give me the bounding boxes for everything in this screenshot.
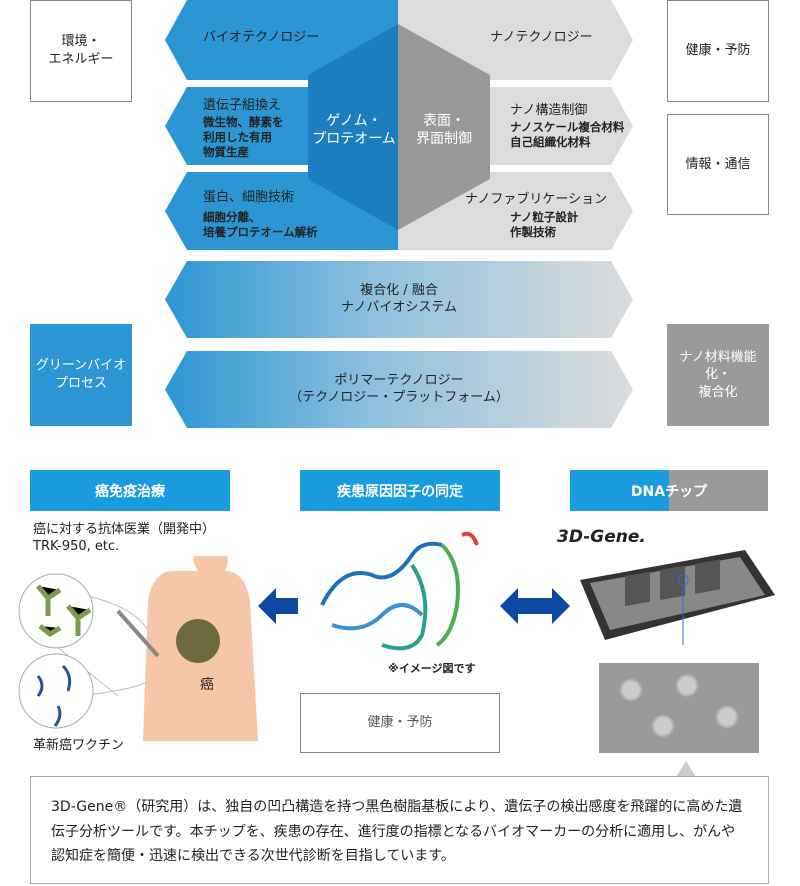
nano-fab-sub: ナノ粒子設計 作製技術: [510, 210, 579, 239]
nano-struct-sub: ナノスケール複合材料 自己組織化材料: [510, 120, 625, 149]
green-bio-box: グリーンバイオ プロセス: [30, 324, 132, 426]
description-box: 3D-Gene®（研究用）は、独自の凹凸構造を持つ黒色樹脂基板により、遺伝子の検…: [30, 776, 769, 884]
nano-fab-title: ナノファブリケーション: [465, 192, 608, 207]
row-tech: [165, 0, 633, 80]
energy-box: 環境・ エネルギー: [30, 0, 132, 102]
protein-sub: 細胞分離、 培養プロテオーム解析: [203, 210, 318, 239]
row-protein: [165, 172, 633, 250]
nano-struct-title: ナノ構造制御: [510, 103, 588, 118]
gene-title: 遺伝子組換え: [203, 98, 282, 113]
gene-sub: 微生物、酵素を 利用した有用 物質生産: [203, 115, 284, 159]
info-box: 情報・通信: [667, 114, 769, 215]
immuno-header: 癌免疫治療: [30, 470, 230, 511]
dna-header: DNAチップ: [570, 470, 768, 511]
bio-title: バイオテクノロジー: [203, 30, 320, 45]
antibody-text: 癌に対する抗体医業（開発中） TRK-950, etc.: [33, 522, 216, 554]
nano-material-box: ナノ材料機能化・ 複合化: [667, 324, 769, 426]
immunotherapy-illustration: [18, 556, 258, 741]
health-box: 健康・予防: [667, 0, 769, 102]
polymer-band: ポリマーテクノロジー （テクノロジー・プラットフォーム）: [165, 351, 633, 428]
pointer-triangle: [676, 761, 696, 777]
protein-structure-image: [320, 531, 479, 651]
substrate-micrograph: [599, 663, 759, 753]
cancer-label: 癌: [200, 677, 214, 693]
protein-title: 蛋白、細胞技術: [203, 190, 295, 205]
3d-gene-logo: 3D-Gene.: [557, 527, 646, 547]
fusion-band: 複合化 / 融合 ナノバイオシステム: [165, 261, 633, 338]
disease-header: 疾患原因因子の同定: [300, 470, 500, 511]
image-note: ※イメージ図です: [388, 662, 476, 675]
hexagon-right-label: 表面・ 界面制御: [416, 113, 472, 148]
hexagon: [308, 24, 490, 230]
dna-chip-image: [580, 550, 775, 645]
vaccine-text: 革新癌ワクチン: [33, 738, 125, 753]
arrow-left-icon: [258, 588, 298, 624]
nano-title: ナノテクノロジー: [490, 30, 593, 45]
double-arrow-icon: [500, 588, 570, 624]
health-prevention-box: 健康・予防: [300, 693, 500, 753]
hexagon-left-label: ゲノム・ プロテオーム: [312, 113, 396, 148]
